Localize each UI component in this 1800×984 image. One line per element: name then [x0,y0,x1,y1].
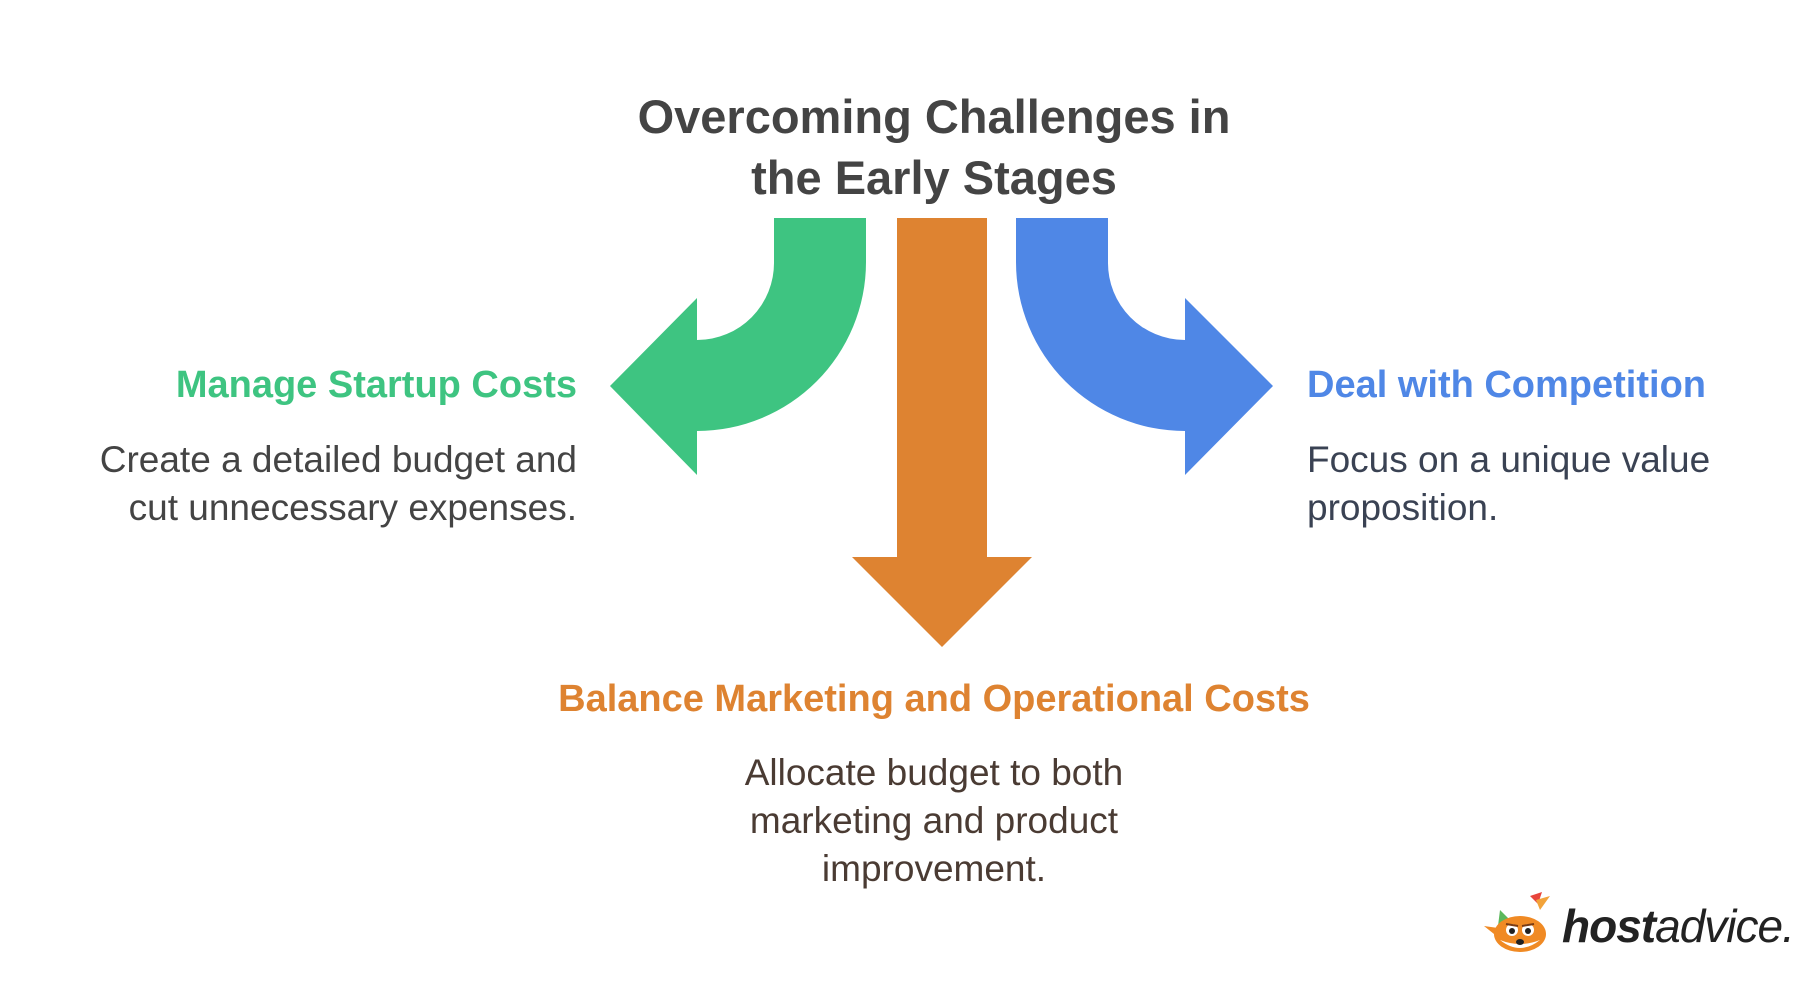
title-line-1: Overcoming Challenges in [637,90,1231,143]
desc-balance-costs: Allocate budget to both marketing and pr… [600,749,1268,893]
desc-line: Focus on a unique value [1307,439,1711,480]
arrow-left-curved-icon [610,218,866,475]
logo-word-rest: advice. [1655,900,1795,952]
desc-line: Create a detailed budget and [99,439,577,480]
fox-mascot-icon [1484,892,1550,952]
desc-line: marketing and product [749,800,1119,841]
desc-manage-startup-costs: Create a detailed budget and cut unneces… [100,436,577,532]
diagram-title: Overcoming Challenges in the Early Stage… [600,86,1268,208]
desc-line: Allocate budget to both [744,752,1124,793]
arrow-down-icon [852,218,1032,647]
logo-word-bold: host [1562,900,1656,952]
hostadvice-logo: hostadvice. [1480,890,1795,960]
desc-line: improvement. [821,848,1047,889]
desc-deal-with-competition: Focus on a unique value proposition. [1307,436,1710,532]
heading-deal-with-competition: Deal with Competition [1307,364,1706,406]
logo-wordmark: hostadvice. [1562,898,1795,954]
title-line-2: the Early Stages [751,151,1117,204]
desc-line: cut unnecessary expenses. [128,487,577,528]
heading-manage-startup-costs: Manage Startup Costs [175,364,577,406]
desc-line: proposition. [1307,487,1499,528]
arrow-right-curved-icon [1016,218,1273,475]
heading-balance-costs: Balance Marketing and Operational Costs [558,678,1310,720]
